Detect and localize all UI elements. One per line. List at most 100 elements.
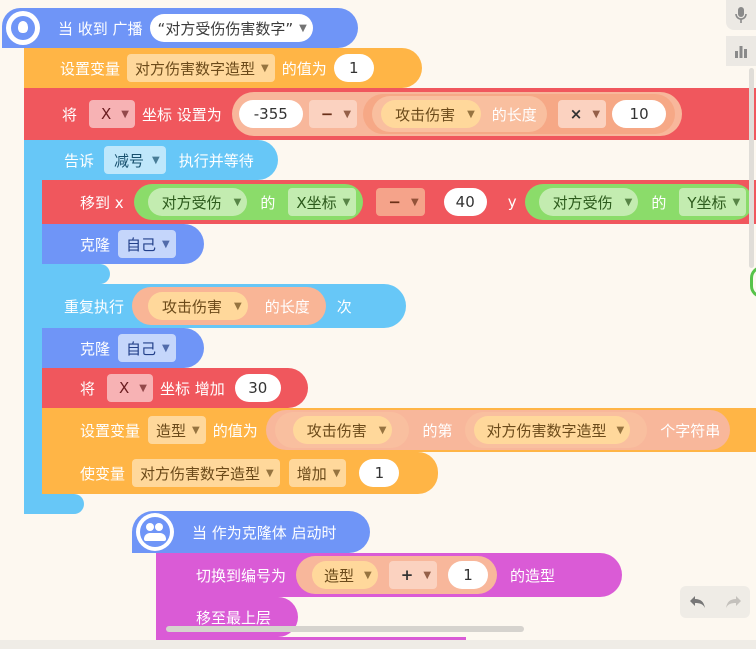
variable-name: 造型	[156, 421, 187, 440]
broadcast-icon	[6, 11, 40, 45]
redo-icon	[725, 596, 741, 608]
chevron-down-icon: ▼	[299, 22, 307, 34]
tell-block[interactable]: 告诉 减号 ▼ 执行并等待	[24, 140, 278, 180]
go-to-front-label: 移至最上层	[196, 608, 272, 627]
goto-xy-block[interactable]: 移到 x 对方受伤 ▼ 的 X坐标 ▼ − ▼ 40 y 对方受伤 ▼ 的 Y坐…	[42, 180, 756, 224]
chevron-down-icon: ▼	[378, 424, 387, 436]
axis-dropdown[interactable]: X ▼	[89, 100, 135, 128]
sensing-x-reporter[interactable]: 对方受伤 ▼ 的 X坐标 ▼	[133, 184, 364, 220]
operator-dropdown[interactable]: × ▼	[557, 100, 607, 128]
variable-dropdown[interactable]: 对方伤害数字造型 ▼	[127, 54, 275, 82]
property-name: X坐标	[296, 193, 337, 212]
subtract-operator[interactable]: -355 − ▼ 攻击伤害 ▼ 的长度 × ▼ 10	[231, 92, 683, 136]
property-dropdown[interactable]: X坐标 ▼	[288, 188, 357, 216]
change-mode-dropdown[interactable]: 增加 ▼	[288, 459, 347, 487]
length-of-reporter[interactable]: 攻击伤害 ▼ 的长度	[132, 287, 326, 325]
sprite-dropdown[interactable]: 减号 ▼	[104, 146, 166, 174]
variable-dropdown[interactable]: 对方伤害数字造型 ▼	[474, 416, 631, 444]
chevron-down-icon: ▼	[732, 196, 741, 208]
length-of-reporter[interactable]: 攻击伤害 ▼ 的长度	[372, 96, 547, 132]
char-label: 个字符串	[660, 421, 721, 440]
clone-icon	[136, 513, 174, 551]
chevron-down-icon: ▼	[234, 300, 242, 312]
set-x-block[interactable]: 将 X ▼ 坐标 设置为 -355 − ▼ 攻击伤害 ▼ 的长度 × ▼ 10	[24, 88, 756, 140]
operator-dropdown[interactable]: − ▼	[308, 100, 358, 128]
right-input[interactable]: 10	[612, 100, 667, 128]
operator-dropdown[interactable]: + ▼	[388, 561, 438, 589]
variable-dropdown[interactable]: 造型 ▼	[312, 561, 378, 589]
set-variable-block[interactable]: 设置变量 对方伤害数字造型 ▼ 的值为 1	[24, 48, 422, 88]
letter-of-reporter[interactable]: 攻击伤害 ▼ 的第 对方伤害数字造型 ▼ 个字符串	[265, 410, 731, 450]
set-variable-label: 设置变量	[80, 421, 141, 440]
chart-button[interactable]	[726, 36, 756, 66]
chevron-down-icon: ▼	[121, 108, 129, 120]
chevron-down-icon: ▼	[192, 424, 200, 436]
set-to-label: 坐标 设置为	[142, 105, 222, 124]
change-mode: 增加	[296, 464, 327, 483]
when-start-as-clone-block[interactable]: 当 作为克隆体 启动时	[132, 511, 370, 553]
set-variable-block[interactable]: 设置变量 造型 ▼ 的值为 攻击伤害 ▼ 的第 对方伤害数字造型 ▼ 个字符串	[42, 408, 756, 452]
script-spine	[24, 48, 34, 88]
variable-dropdown[interactable]: 攻击伤害 ▼	[381, 100, 481, 128]
of-label: 的	[260, 193, 276, 212]
clone-start-label: 当 作为克隆体 启动时	[192, 523, 337, 542]
undo-button[interactable]	[689, 595, 707, 609]
clone-block[interactable]: 克隆 自己 ▼	[42, 224, 204, 264]
axis-dropdown[interactable]: X ▼	[107, 374, 153, 402]
broadcast-dropdown[interactable]: “对方受伤伤害数字” ▼	[149, 14, 313, 42]
index-reporter[interactable]: 对方伤害数字造型 ▼	[465, 412, 648, 448]
clone-target-dropdown[interactable]: 自己 ▼	[118, 230, 176, 258]
sensing-y-reporter[interactable]: 对方受伤 ▼ 的 Y坐标 ▼	[524, 184, 754, 220]
event-receive-broadcast-block[interactable]: 当 收到 广播 “对方受伤伤害数字” ▼	[2, 8, 358, 48]
clone-block[interactable]: 克隆 自己 ▼	[42, 328, 204, 368]
change-value-input[interactable]: 30	[234, 374, 281, 402]
variable-name: 攻击伤害	[395, 105, 456, 124]
chevron-down-icon: ▼	[233, 196, 242, 208]
operator-dropdown[interactable]: − ▼	[376, 188, 425, 216]
offset-input[interactable]: 40	[443, 188, 487, 216]
switch-costume-label: 切换到编号为	[196, 566, 287, 585]
variable-name: 造型	[324, 566, 355, 585]
sprite-dropdown[interactable]: 对方受伤 ▼	[147, 188, 248, 216]
sprite-name: 减号	[114, 151, 145, 170]
vertical-scrollbar[interactable]	[749, 68, 754, 268]
switch-costume-block[interactable]: 切换到编号为 造型 ▼ + ▼ 1 的造型	[156, 553, 622, 597]
string-reporter[interactable]: 攻击伤害 ▼	[274, 412, 410, 448]
variable-name: 对方伤害数字造型	[135, 59, 256, 78]
add-operator[interactable]: 造型 ▼ + ▼ 1	[296, 556, 498, 594]
repeat-label: 重复执行	[64, 297, 125, 316]
variable-dropdown[interactable]: 攻击伤害 ▼	[292, 416, 393, 444]
chevron-down-icon: ▼	[162, 342, 170, 354]
will-label: 将	[80, 379, 96, 398]
will-label: 将	[62, 105, 78, 124]
value-input[interactable]: 1	[448, 561, 489, 589]
variable-name: 攻击伤害	[162, 297, 223, 316]
costume-suffix-label: 的造型	[510, 566, 556, 585]
variable-dropdown[interactable]: 对方伤害数字造型 ▼	[132, 459, 280, 487]
change-variable-label: 使变量	[80, 464, 126, 483]
property-dropdown[interactable]: Y坐标 ▼	[679, 188, 747, 216]
axis-value: X	[119, 379, 130, 397]
change-variable-block[interactable]: 使变量 对方伤害数字造型 ▼ 增加 ▼ 1	[42, 452, 438, 494]
change-x-block[interactable]: 将 X ▼ 坐标 增加 30	[42, 368, 308, 408]
sprite-name: 对方受伤	[552, 193, 613, 212]
redo-button[interactable]	[724, 595, 742, 609]
change-value-input[interactable]: 1	[359, 459, 400, 487]
horizontal-scrollbar[interactable]	[166, 626, 524, 632]
chevron-down-icon: ▼	[423, 569, 432, 581]
microphone-button[interactable]	[726, 0, 756, 30]
broadcast-value: “对方受伤伤害数字”	[157, 19, 294, 38]
tell-block-foot	[24, 264, 110, 284]
left-input[interactable]: -355	[238, 100, 303, 128]
repeat-block[interactable]: 重复执行 攻击伤害 ▼ 的长度 次	[24, 284, 406, 328]
chevron-down-icon: ▼	[266, 467, 274, 479]
chevron-down-icon: ▼	[261, 62, 269, 74]
clone-target-dropdown[interactable]: 自己 ▼	[118, 334, 176, 362]
value-input[interactable]: 1	[333, 54, 374, 82]
variable-dropdown[interactable]: 造型 ▼	[148, 416, 206, 444]
sprite-dropdown[interactable]: 对方受伤 ▼	[538, 188, 639, 216]
multiply-operator[interactable]: 攻击伤害 ▼ 的长度 × ▼ 10	[363, 94, 676, 134]
variable-dropdown[interactable]: 攻击伤害 ▼	[148, 292, 248, 320]
chevron-down-icon: ▼	[342, 196, 351, 208]
clone-label: 克隆	[80, 339, 111, 358]
